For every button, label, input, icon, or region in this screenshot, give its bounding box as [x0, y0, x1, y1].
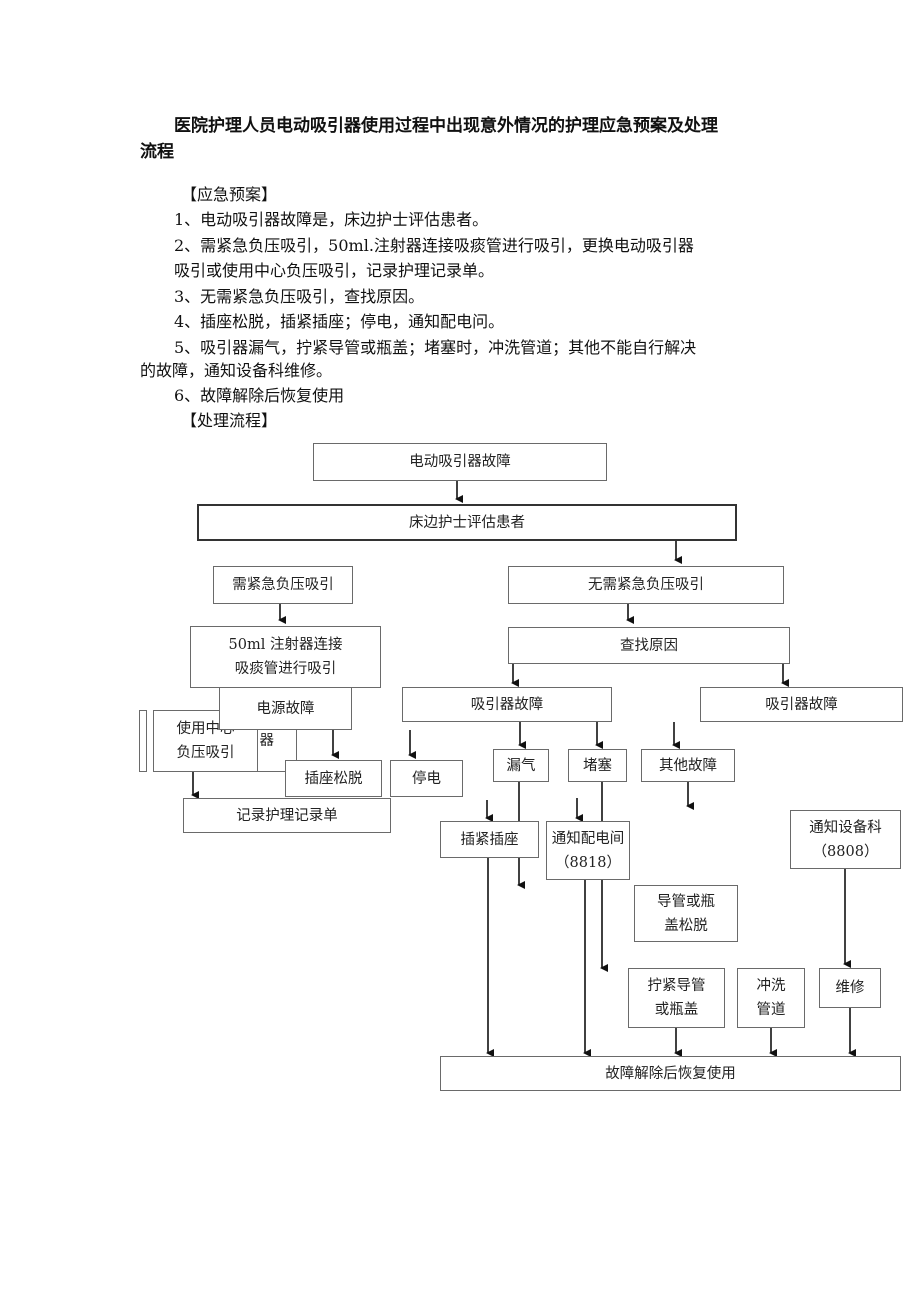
box-label: 其他故障	[659, 757, 717, 774]
box-label: 堵塞	[583, 757, 612, 774]
box-central-suction-edge	[146, 710, 154, 772]
box-repair: 维修	[819, 968, 881, 1008]
box-label-line-1: 50ml 注射器连接	[228, 637, 343, 653]
box-notify-equipment: 通知设备科 （8808）	[790, 810, 901, 869]
box-label: 记录护理记录单	[236, 807, 338, 824]
plan-line-1: 1、电动吸引器故障是，床边护士评估患者。	[174, 210, 489, 229]
box-label: 器	[259, 733, 275, 749]
box-blockage: 堵塞	[568, 749, 627, 782]
box-leak: 漏气	[493, 749, 549, 782]
box-label: 需紧急负压吸引	[232, 577, 334, 593]
box-notify-power-room: 通知配电间 （8818）	[546, 821, 630, 880]
box-no-urgent-suction: 无需紧急负压吸引	[508, 566, 784, 604]
box-label: 电动吸引器故障	[409, 454, 511, 470]
box-label: 电源故障	[256, 700, 315, 717]
box-label: 漏气	[506, 757, 536, 774]
box-tube-loose: 导管或瓶 盖松脱	[634, 885, 738, 942]
box-other-fault: 其他故障	[641, 749, 735, 782]
box-label: 插座松脱	[304, 770, 363, 787]
plan-line-8: 6、故障解除后恢复使用	[174, 386, 345, 405]
box-resolved: 故障解除后恢复使用	[440, 1056, 901, 1091]
box-assess-patient: 床边护士评估患者	[197, 504, 737, 541]
box-label-line-1: 通知设备科	[809, 819, 882, 836]
box-plug-loose: 插座松脱	[285, 760, 382, 797]
box-flush-pipe: 冲洗 管道	[737, 968, 805, 1028]
box-suction-fault-b: 吸引器故障	[700, 687, 903, 722]
box-label: 无需紧急负压吸引	[588, 577, 704, 593]
box-label: 维修	[835, 980, 865, 996]
box-find-cause: 查找原因	[508, 627, 790, 664]
box-label-line-1: 导管或瓶	[657, 893, 715, 910]
box-label: 床边护士评估患者	[409, 514, 525, 531]
title-line-2: 流程	[140, 142, 174, 162]
plan-line-5: 4、插座松脱，插紧插座；停电，通知配电问。	[174, 312, 505, 331]
box-label-line-2: 管道	[756, 1002, 786, 1018]
box-syringe-suction: 50ml 注射器连接 吸痰管进行吸引	[190, 626, 381, 688]
document-title: 医院护理人员电动吸引器使用过程中出现意外情况的护理应急预案及处理 流程	[140, 113, 800, 165]
box-power-fault: 电源故障	[219, 687, 352, 730]
box-label-line-2: 负压吸引	[176, 745, 235, 761]
plan-line-4: 3、无需紧急负压吸引，查找原因。	[174, 287, 425, 306]
box-label: 吸引器故障	[470, 696, 544, 713]
box-label: 插紧插座	[460, 831, 519, 848]
box-label-line-1: 通知配电间	[551, 830, 625, 847]
box-label-line-2: （8808）	[812, 843, 879, 860]
box-power-off: 停电	[390, 760, 463, 797]
box-label: 故障解除后恢复使用	[605, 1065, 736, 1082]
box-label-line-2: 吸痰管进行吸引	[234, 661, 337, 677]
box-central-suction: 使用中心 负压吸引	[153, 710, 258, 772]
box-tighten: 拧紧导管 或瓶盖	[628, 968, 725, 1028]
box-label: 查找原因	[620, 637, 678, 654]
title-line-1: 医院护理人员电动吸引器使用过程中出现意外情况的护理应急预案及处理	[174, 116, 718, 136]
box-label-line-1: 拧紧导管	[647, 978, 706, 994]
box-label-line-2: 或瓶盖	[654, 1002, 699, 1018]
box-urgent-suction: 需紧急负压吸引	[213, 566, 353, 604]
box-suction-fault-a: 吸引器故障	[402, 687, 612, 722]
box-label-line-2: （8818）	[555, 854, 621, 871]
box-record-nursing: 记录护理记录单	[183, 798, 391, 833]
box-suction-fault: 电动吸引器故障	[313, 443, 607, 481]
box-label-line-2: 盖松脱	[664, 917, 708, 934]
box-label: 停电	[412, 770, 441, 787]
box-label: 吸引器故障	[765, 696, 838, 713]
plan-line-2: 2、需紧急负压吸引，50ml.注射器连接吸痰管进行吸引，更换电动吸引器	[174, 236, 694, 255]
plan-line-7: 的故障，通知设备科维修。	[140, 361, 333, 380]
plan-heading: 【应急预案】	[181, 185, 278, 204]
flow-heading: 【处理流程】	[181, 411, 278, 430]
plan-line-3: 吸引或使用中心负压吸引，记录护理记录单。	[174, 261, 495, 280]
plan-line-6: 5、吸引器漏气，拧紧导管或瓶盖；堵塞时，冲洗管道；其他不能自行解决	[174, 338, 697, 357]
box-plug-in: 插紧插座	[440, 821, 539, 858]
box-label-line-1: 冲洗	[756, 978, 786, 994]
